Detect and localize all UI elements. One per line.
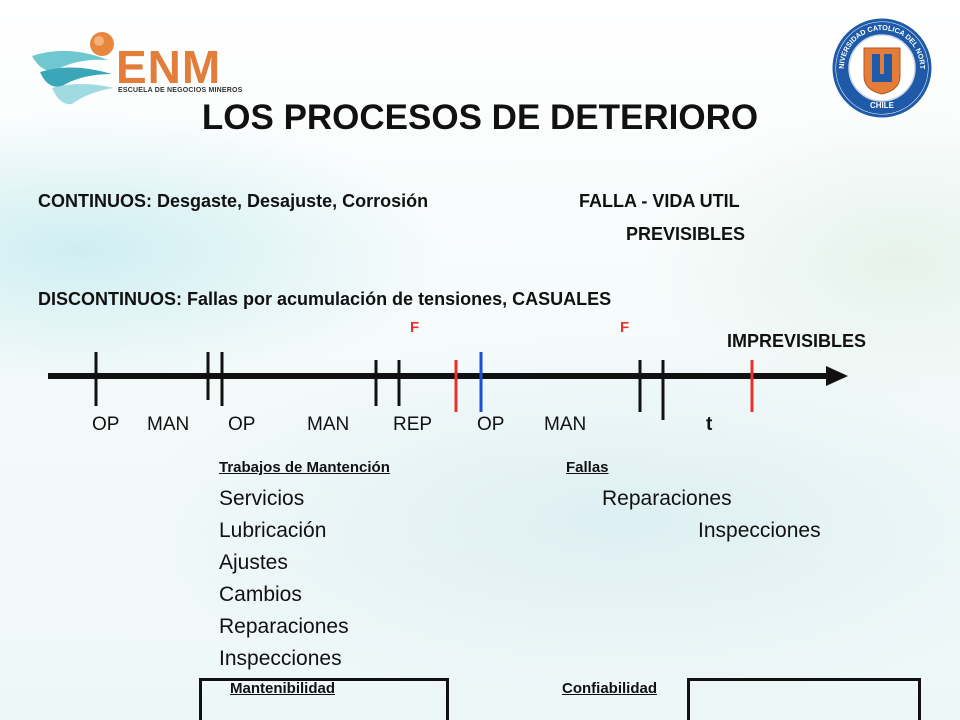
list-item: Ajustes — [219, 551, 288, 574]
failure-marker-label: F — [620, 319, 630, 336]
mantenibilidad-box — [199, 678, 449, 720]
failure-marker-label: F — [410, 319, 420, 336]
list-item: Inspecciones — [219, 647, 342, 670]
page-title: LOS PROCESOS DE DETERIORO — [201, 98, 759, 137]
timeline-label: MAN — [544, 414, 587, 435]
list-item: Inspecciones — [698, 519, 821, 542]
timeline-label: REP — [393, 414, 433, 435]
timeline-label: OP — [477, 414, 505, 435]
seal-country: CHILE — [870, 101, 895, 110]
timeline-label: MAN — [147, 414, 190, 435]
timeline-label: OP — [92, 414, 120, 435]
arrow-head-icon — [826, 366, 848, 386]
imprevisibles-label: IMPREVISIBLES — [727, 331, 867, 351]
enm-logo-subtitle: ESCUELA DE NEGOCIOS MINEROS — [118, 87, 243, 94]
confiabilidad-label: Confiabilidad — [562, 680, 657, 697]
continuos-line: CONTINUOS: Desgaste, Desajuste, Corrosió… — [38, 191, 429, 211]
right-column-header: Fallas — [566, 459, 609, 476]
falla-vida-util: FALLA - VIDA UTIL — [579, 191, 740, 211]
enm-logo-text: ENM — [116, 41, 222, 93]
wings-icon — [32, 32, 114, 105]
mantenibilidad-label: Mantenibilidad — [230, 680, 335, 697]
confiabilidad-box — [687, 678, 921, 720]
list-item: Reparaciones — [219, 615, 349, 638]
shield-icon — [863, 47, 901, 95]
list-item: Servicios — [219, 487, 305, 510]
left-column-header: Trabajos de Mantención — [219, 459, 390, 476]
time-axis-label: t — [706, 414, 713, 435]
list-item: Reparaciones — [602, 487, 732, 510]
university-seal: UNIVERSIDAD CATOLICA DEL NORTE CHILE U — [832, 18, 932, 118]
list-item: Cambios — [219, 583, 302, 606]
list-item: Lubricación — [219, 519, 327, 542]
discontinuos-line: DISCONTINUOS: Fallas por acumulación de … — [38, 289, 612, 309]
enm-logo — [32, 32, 114, 105]
timeline-axis — [48, 352, 848, 420]
timeline-label: MAN — [307, 414, 350, 435]
timeline-label: OP — [228, 414, 256, 435]
previsibles-label: PREVISIBLES — [626, 224, 746, 244]
